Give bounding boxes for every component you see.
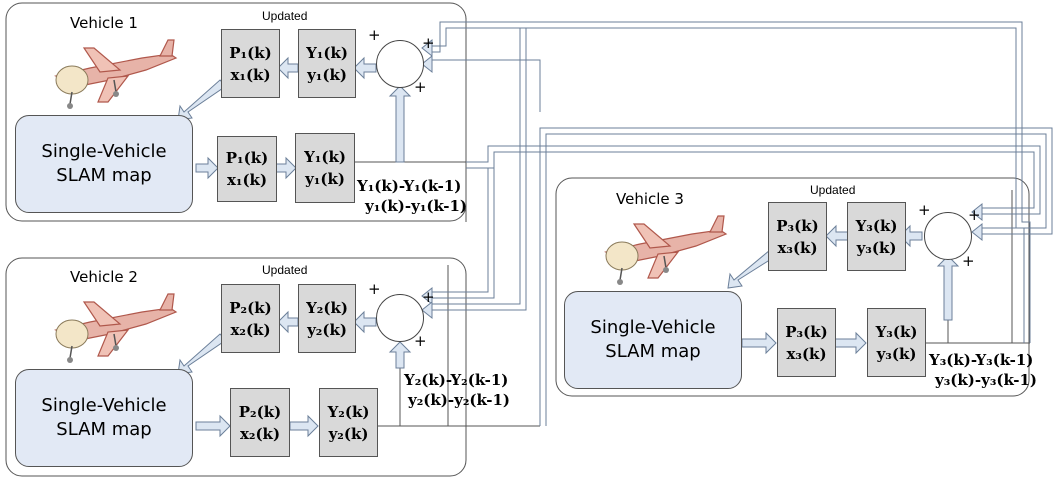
vehicle-3-aircraft-icon bbox=[605, 215, 727, 286]
vehicle-3-updated-information-box: Y₃(k) y₃(k) bbox=[847, 202, 906, 271]
vehicle-2-updated-information-box: Y₂(k) y₂(k) bbox=[298, 284, 356, 353]
state-label: x₃(k) bbox=[786, 344, 827, 363]
vehicle-3-predicted-state-box: P₃(k) x₃(k) bbox=[777, 308, 836, 377]
plus-sign: + bbox=[368, 26, 381, 44]
state-label: x₂(k) bbox=[230, 320, 271, 339]
covariance-label: P₂(k) bbox=[229, 298, 272, 317]
plus-sign: + bbox=[422, 34, 435, 52]
info-matrix-label: Y₃(k) bbox=[875, 322, 918, 341]
state-label: x₃(k) bbox=[777, 238, 818, 257]
info-matrix-diff: Y₁(k)-Y₁(k-1) bbox=[357, 177, 462, 195]
vehicle-3-difference-label: Y₃(k)-Y₃(k-1) y₃(k)-y₃(k-1) bbox=[929, 350, 1037, 390]
info-matrix-label: Y₃(k) bbox=[855, 216, 898, 235]
info-matrix-label: Y₂(k) bbox=[306, 298, 348, 317]
plus-sign: + bbox=[918, 201, 931, 219]
vehicle-3-panel bbox=[555, 177, 1030, 397]
plus-sign: + bbox=[368, 280, 381, 298]
plus-sign: + bbox=[414, 332, 427, 350]
slam-label-line1: Single-Vehicle bbox=[41, 395, 167, 416]
covariance-label: P₁(k) bbox=[225, 149, 269, 167]
info-vector-label: y₁(k) bbox=[305, 170, 345, 188]
vehicle-2-updated-state-box: P₂(k) x₂(k) bbox=[221, 284, 280, 353]
vehicle-1-updated-label: Updated bbox=[262, 9, 308, 23]
plus-sign: + bbox=[422, 288, 435, 306]
vehicle-2-title: Vehicle 2 bbox=[70, 268, 138, 286]
info-matrix-label: Y₁(k) bbox=[306, 43, 348, 62]
info-matrix-label: Y₂(k) bbox=[327, 402, 370, 421]
vehicle-1-slam-map: Single-Vehicle SLAM map bbox=[15, 115, 193, 213]
vehicle-1-summing-junction bbox=[376, 40, 424, 88]
covariance-label: P₁(k) bbox=[229, 43, 272, 62]
info-matrix-diff: Y₃(k)-Y₃(k-1) bbox=[929, 351, 1034, 369]
plus-sign: + bbox=[962, 252, 975, 270]
vehicle-3-summing-junction bbox=[924, 212, 972, 260]
info-vector-diff: y₁(k)-y₁(k-1) bbox=[365, 197, 468, 215]
vehicle-2-predicted-state-box: P₂(k) x₂(k) bbox=[230, 388, 290, 457]
info-matrix-label: Y₁(k) bbox=[304, 148, 346, 166]
vehicle-1-predicted-state-box: P₁(k) x₁(k) bbox=[217, 136, 277, 202]
vehicle-2-information-box: Y₂(k) y₂(k) bbox=[319, 388, 378, 457]
vehicle-2-aircraft-icon bbox=[55, 293, 177, 364]
vehicle-2-panel bbox=[5, 257, 467, 477]
vehicle-2-summing-junction bbox=[376, 294, 424, 342]
vehicle-1-difference-label: Y₁(k)-Y₁(k-1) y₁(k)-y₁(k-1) bbox=[357, 176, 467, 216]
covariance-label: P₃(k) bbox=[776, 216, 819, 235]
info-vector-diff: y₃(k)-y₃(k-1) bbox=[935, 371, 1038, 389]
info-vector-diff: y₂(k)-y₂(k-1) bbox=[408, 391, 511, 409]
plus-sign: + bbox=[968, 206, 981, 224]
vehicle-3-title: Vehicle 3 bbox=[616, 190, 684, 208]
slam-label-line2: SLAM map bbox=[56, 419, 152, 440]
slam-label-line1: Single-Vehicle bbox=[41, 141, 167, 162]
state-label: x₁(k) bbox=[230, 65, 271, 84]
vehicle-3-information-box: Y₃(k) y₃(k) bbox=[867, 308, 926, 377]
vehicle-3-slam-map: Single-Vehicle SLAM map bbox=[564, 291, 742, 389]
covariance-label: P₂(k) bbox=[238, 402, 282, 421]
info-vector-label: y₂(k) bbox=[328, 424, 369, 443]
vehicle-2-difference-label: Y₂(k)-Y₂(k-1) y₂(k)-y₂(k-1) bbox=[404, 370, 510, 410]
state-label: x₁(k) bbox=[226, 171, 268, 189]
vehicle-1-aircraft-icon bbox=[55, 39, 177, 110]
slam-label-line1: Single-Vehicle bbox=[590, 317, 716, 338]
info-vector-label: y₂(k) bbox=[307, 320, 347, 339]
state-label: x₂(k) bbox=[239, 424, 281, 443]
info-matrix-diff: Y₂(k)-Y₂(k-1) bbox=[404, 371, 509, 389]
covariance-label: P₃(k) bbox=[785, 322, 828, 341]
vehicle-2-updated-label: Updated bbox=[262, 263, 308, 277]
vehicle-1-title: Vehicle 1 bbox=[70, 14, 138, 32]
info-vector-label: y₁(k) bbox=[307, 65, 347, 84]
vehicle-3-updated-label: Updated bbox=[810, 183, 856, 197]
slam-label-line2: SLAM map bbox=[56, 165, 152, 186]
vehicle-1-updated-information-box: Y₁(k) y₁(k) bbox=[298, 29, 356, 98]
vehicle-3-updated-state-box: P₃(k) x₃(k) bbox=[768, 202, 827, 271]
vehicle-2-slam-map: Single-Vehicle SLAM map bbox=[15, 369, 193, 467]
slam-label-line2: SLAM map bbox=[605, 341, 701, 362]
vehicle-1-information-box: Y₁(k) y₁(k) bbox=[295, 133, 355, 203]
info-vector-label: y₃(k) bbox=[876, 344, 917, 363]
info-vector-label: y₃(k) bbox=[856, 238, 897, 257]
plus-sign: + bbox=[414, 78, 427, 96]
vehicle-1-updated-state-box: P₁(k) x₁(k) bbox=[221, 29, 280, 98]
